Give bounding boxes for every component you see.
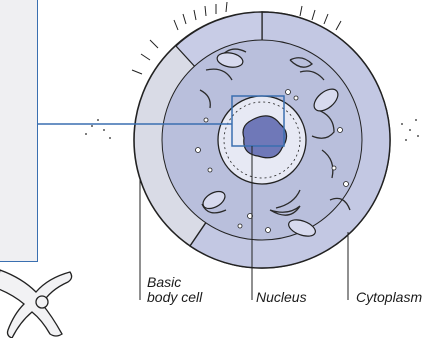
label-basic-body-cell-line2: body cell [147,289,202,305]
chromosome-icon [0,270,72,338]
label-basic-body-cell-line1: Basic [147,274,181,290]
label-cytoplasm: Cytoplasm [356,289,422,305]
label-nucleus: Nucleus [256,289,307,305]
